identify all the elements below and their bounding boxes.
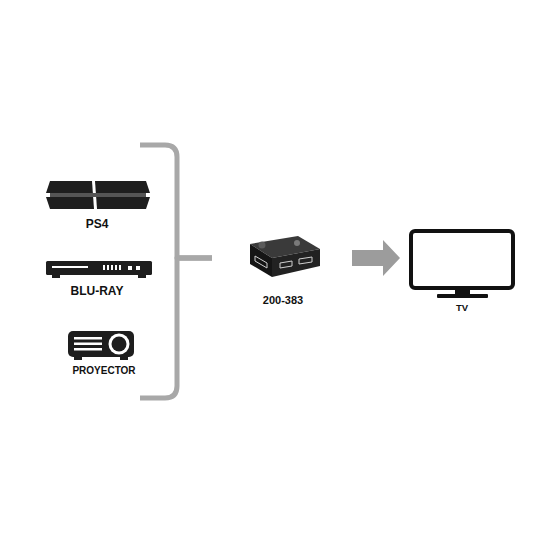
hdmi-switch-icon (250, 236, 320, 277)
bluray-foot (52, 275, 60, 278)
projector-lens-ring (109, 334, 130, 355)
signal-arrow (352, 240, 400, 276)
device-node: BLU-RAY (40, 240, 175, 302)
input-bracket-line (140, 145, 212, 258)
bluray-button (128, 266, 132, 270)
switch-logo (294, 240, 300, 246)
projector-icon (68, 331, 134, 360)
bluray-display-dot (119, 265, 121, 270)
bluray-body (46, 261, 152, 275)
bluray-display-dot (111, 265, 113, 270)
switch-front-face (272, 249, 320, 277)
hdmi-port (255, 256, 267, 268)
device-label: PROYECTOR (72, 365, 135, 376)
input-bracket-line (175, 256, 212, 261)
tv-neck (455, 289, 470, 294)
input-bracket-line (140, 258, 212, 398)
bluray-foot (138, 275, 146, 278)
tv-screen (411, 231, 513, 288)
device-node: PS4 (40, 145, 140, 233)
ps4-bottom-slab (46, 197, 150, 209)
switch-left-face (250, 244, 272, 277)
projector-vent (74, 343, 102, 346)
projector-lens (112, 337, 127, 352)
device-node: 200-383 (212, 232, 352, 310)
ps4-icon (46, 181, 150, 209)
bluray-display-dot (107, 265, 109, 270)
projector-foot (120, 357, 128, 360)
ps4-middle-band (50, 193, 146, 197)
device-label: PS4 (86, 218, 109, 231)
bluray-button (136, 266, 140, 270)
projector-vent (74, 348, 102, 351)
hdmi-port (299, 257, 312, 264)
projector-body (68, 331, 134, 357)
tv-base (437, 294, 488, 298)
projector-vent (74, 337, 102, 340)
device-label: BLU-RAY (71, 285, 124, 298)
device-node: TV (400, 222, 525, 317)
bluray-display-dot (103, 265, 105, 270)
hdmi-port (280, 261, 292, 268)
projector-foot (74, 357, 82, 360)
ps4-top-slab (46, 181, 150, 193)
bluray-icon (46, 261, 152, 278)
switch-button (259, 242, 266, 249)
bluray-tray-line (52, 266, 88, 268)
tv-icon (411, 231, 513, 298)
device-label: 200-383 (263, 294, 303, 306)
device-node: PROYECTOR (40, 318, 140, 398)
bluray-display-dot (115, 265, 117, 270)
device-label: TV (456, 303, 468, 313)
